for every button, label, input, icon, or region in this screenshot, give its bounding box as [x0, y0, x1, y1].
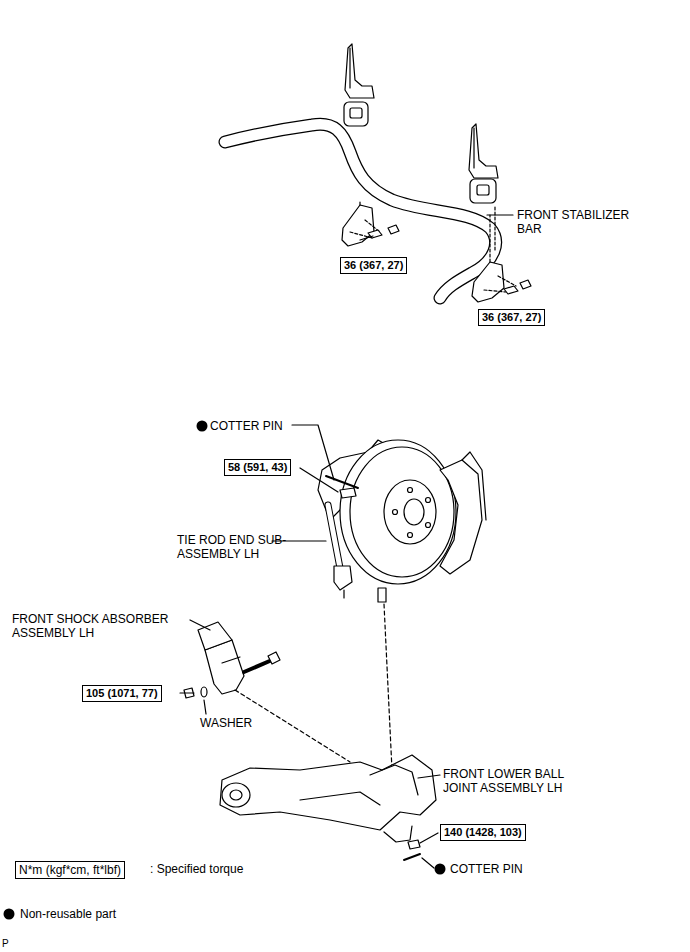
- torque-box: 58 (591, 43): [224, 459, 291, 476]
- page-mark: P: [2, 937, 9, 951]
- unit-legend-box: N*m (kgf*cm, ft*lbf): [15, 861, 125, 879]
- part-label: COTTER PIN: [210, 419, 283, 433]
- legend-text: : Specified torque: [150, 862, 243, 876]
- part-label: FRONT SHOCK ABSORBER ASSEMBLY LH: [12, 612, 172, 640]
- part-label: FRONT STABILIZER BAR: [517, 208, 642, 236]
- torque-value: N*m (kgf*cm, ft*lbf): [19, 863, 121, 877]
- legend-text: Non-reusable part: [20, 907, 116, 921]
- legend-item: : Specified torque: [150, 862, 243, 876]
- non-reusable-mark: [435, 864, 446, 875]
- torque-box: 105 (1071, 77): [82, 685, 162, 702]
- non-reusable-mark: [197, 421, 208, 432]
- torque-box: 36 (367, 27): [340, 257, 407, 274]
- torque-value: 140 (1428, 103): [444, 826, 522, 839]
- torque-value: 36 (367, 27): [344, 259, 403, 272]
- part-label: TIE ROD END SUB-ASSEMBLY LH: [177, 533, 289, 561]
- torque-box: 36 (367, 27): [478, 309, 545, 326]
- torque-value: 105 (1071, 77): [86, 687, 158, 700]
- part-label: COTTER PIN: [450, 862, 523, 876]
- part-label: FRONT LOWER BALL JOINT ASSEMBLY LH: [443, 767, 568, 795]
- part-label: WASHER: [200, 716, 252, 730]
- torque-value: 36 (367, 27): [482, 311, 541, 324]
- torque-box: 140 (1428, 103): [440, 824, 526, 841]
- legend-item: Non-reusable part: [20, 907, 116, 921]
- non-reusable-mark: [4, 909, 15, 920]
- torque-value: 58 (591, 43): [228, 461, 287, 474]
